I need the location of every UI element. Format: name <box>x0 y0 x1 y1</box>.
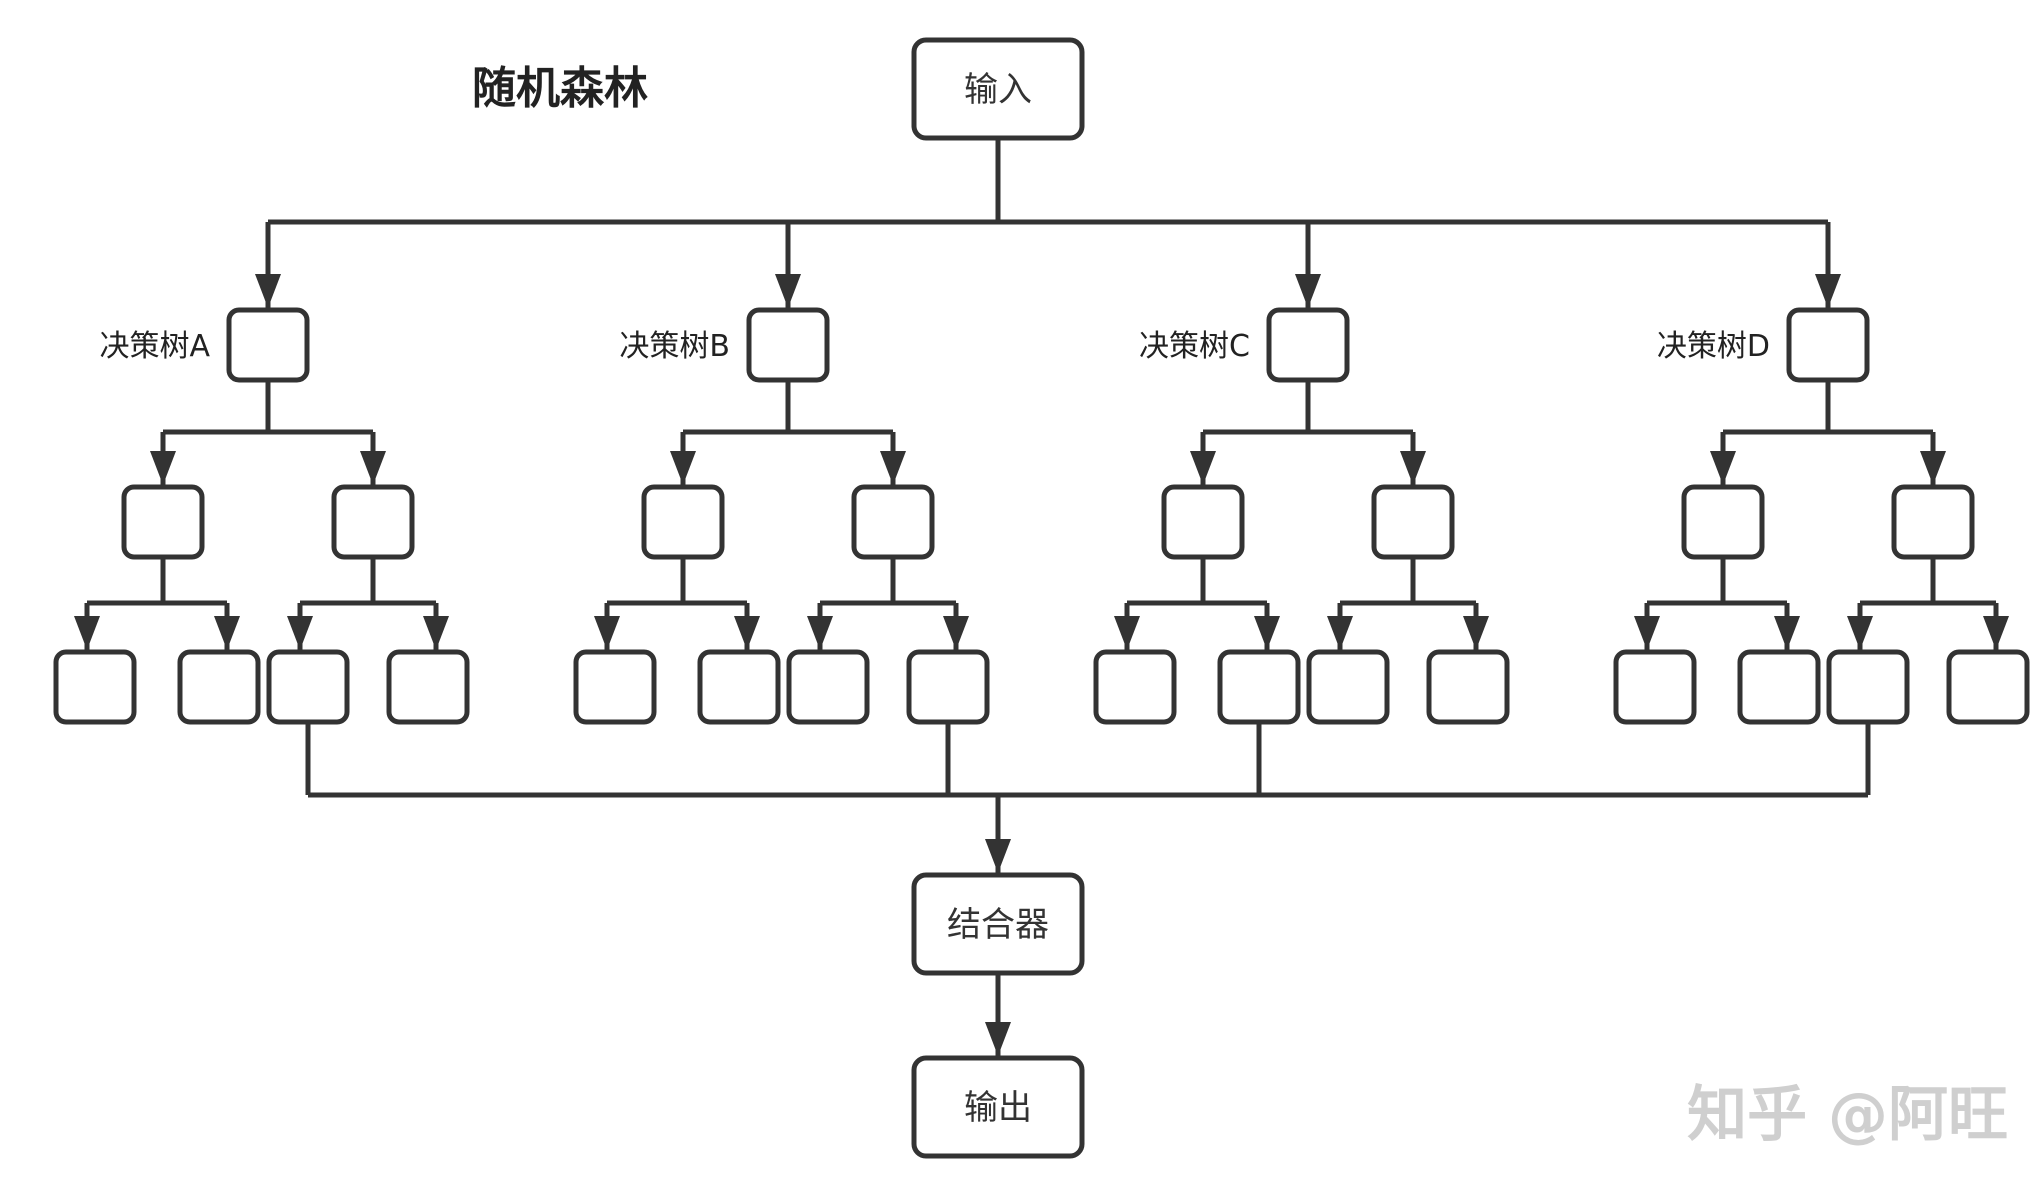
arrowhead <box>1463 616 1489 650</box>
arrowhead <box>423 616 449 650</box>
tree-leaf-node <box>1217 649 1301 725</box>
tree-leaf-node <box>1613 649 1697 725</box>
arrowhead <box>880 451 906 485</box>
tree-internal-node <box>851 484 935 560</box>
tree-leaf-node <box>1737 649 1821 725</box>
tree-leaf-node <box>1826 649 1910 725</box>
arrowhead <box>1815 274 1841 308</box>
arrowhead <box>775 274 801 308</box>
arrowhead <box>1254 616 1280 650</box>
diagram-title: 随机森林 <box>472 63 648 114</box>
watermark: 知乎 @阿旺 <box>1687 1080 2008 1150</box>
tree-root-node <box>1266 307 1350 383</box>
arrowhead <box>1295 274 1321 308</box>
tree-root-node <box>746 307 830 383</box>
arrowhead <box>1774 616 1800 650</box>
connector-arrowheads <box>74 274 2009 1056</box>
arrowhead <box>734 616 760 650</box>
tree-label: 决策树C <box>1139 329 1250 364</box>
tree-leaf-node <box>1093 649 1177 725</box>
arrowhead <box>1634 616 1660 650</box>
arrowhead <box>214 616 240 650</box>
tree-leaf-node <box>1946 649 2030 725</box>
arrowhead <box>985 839 1011 873</box>
input-node <box>911 37 1085 141</box>
tree-leaf-node <box>1426 649 1510 725</box>
output-node <box>911 1055 1085 1159</box>
output-label: 输出 <box>964 1088 1032 1128</box>
combiner-label: 结合器 <box>947 905 1049 945</box>
arrowhead <box>360 451 386 485</box>
tree-leaf-node <box>1306 649 1390 725</box>
tree-internal-node <box>641 484 725 560</box>
tree-leaf-node <box>386 649 470 725</box>
tree-internal-node <box>121 484 205 560</box>
arrowhead <box>1327 616 1353 650</box>
tree-internal-node <box>1891 484 1975 560</box>
tree-label: 决策树B <box>619 329 730 364</box>
tree-leaf-node <box>697 649 781 725</box>
tree-leaf-node <box>786 649 870 725</box>
tree-leaf-node <box>906 649 990 725</box>
arrowhead <box>985 1022 1011 1056</box>
arrowhead <box>1400 451 1426 485</box>
arrowhead <box>670 451 696 485</box>
arrowhead <box>74 616 100 650</box>
arrowhead <box>255 274 281 308</box>
arrowhead <box>1983 616 2009 650</box>
tree-leaf-node <box>266 649 350 725</box>
tree-internal-node <box>1371 484 1455 560</box>
tree-internal-node <box>331 484 415 560</box>
arrowhead <box>1190 451 1216 485</box>
arrowhead <box>150 451 176 485</box>
tree-internal-node <box>1681 484 1765 560</box>
arrowhead <box>1847 616 1873 650</box>
arrowhead <box>1114 616 1140 650</box>
arrowhead <box>1710 451 1736 485</box>
tree-leaf-node <box>53 649 137 725</box>
arrowhead <box>807 616 833 650</box>
arrowhead <box>1920 451 1946 485</box>
tree-root-node <box>226 307 310 383</box>
tree-leaf-node <box>177 649 261 725</box>
tree-internal-node <box>1161 484 1245 560</box>
input-label: 输入 <box>964 70 1032 110</box>
arrowhead <box>594 616 620 650</box>
tree-root-node <box>1786 307 1870 383</box>
arrowhead <box>287 616 313 650</box>
tree-labels: 决策树A 决策树B 决策树C 决策树D <box>99 329 1770 364</box>
arrowhead <box>943 616 969 650</box>
tree-label: 决策树A <box>99 329 210 364</box>
tree-leaf-node <box>573 649 657 725</box>
tree-label: 决策树D <box>1657 329 1770 364</box>
combiner-node <box>911 872 1085 976</box>
